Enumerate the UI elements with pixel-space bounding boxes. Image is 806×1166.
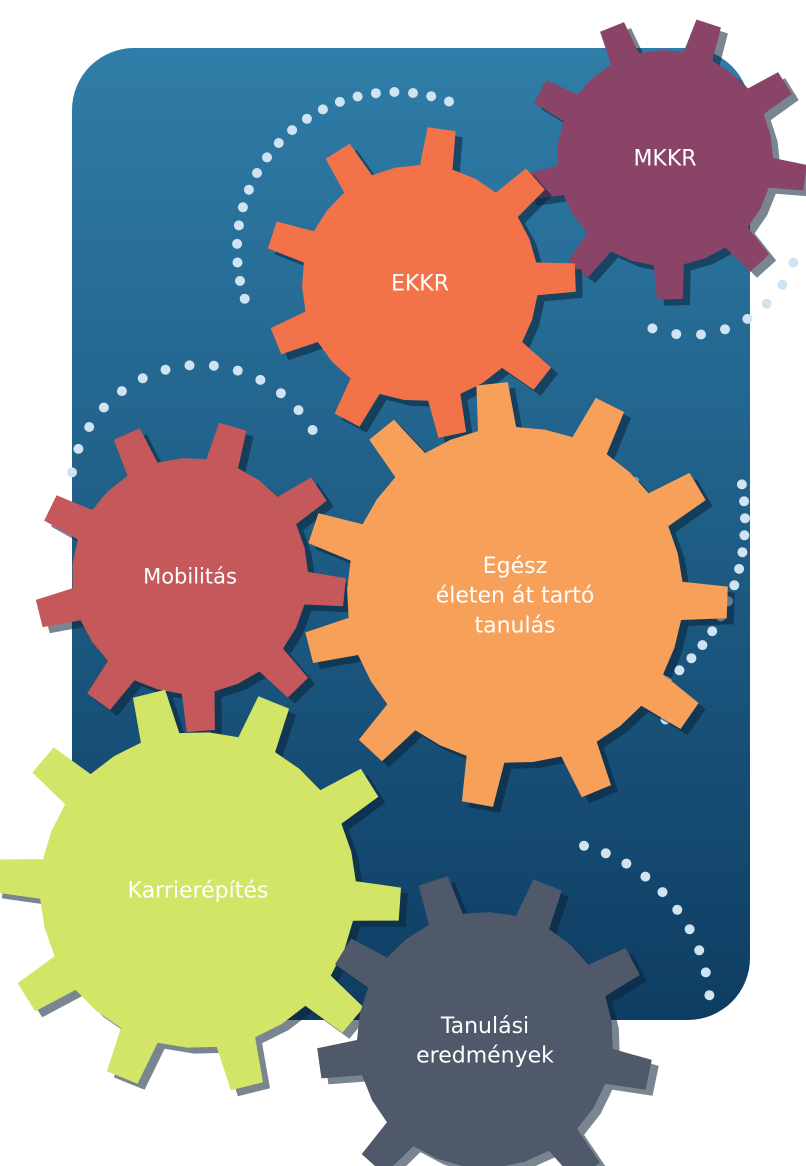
gear-body	[0, 689, 401, 1091]
gear-label: életen át tartó	[436, 584, 595, 609]
gear-label: Karrierépítés	[128, 879, 269, 904]
gear-body	[317, 876, 652, 1166]
gear-body	[524, 19, 806, 300]
gear-body	[305, 382, 728, 807]
gear-label: tanulás	[474, 613, 555, 638]
gear-mkkr: MKKR	[524, 19, 806, 306]
gear-body	[267, 127, 576, 438]
dotted-arc-top	[232, 87, 454, 304]
dotted-arc-bottom-right	[579, 840, 715, 1001]
gear-label: EKKR	[391, 272, 449, 297]
gear-egesz: Egész életen át tartó tanulás	[305, 382, 735, 813]
gears-group: MKKR EKKR Mobilitás Egész életen át tartó tan…	[0, 19, 806, 1166]
gear-label: Tanulási	[440, 1014, 529, 1039]
gear-label: eredmények	[416, 1044, 554, 1069]
gear-label: MKKR	[633, 147, 696, 172]
gear-mobilitas: Mobilitás	[35, 422, 354, 738]
dotted-arc-left	[67, 360, 318, 478]
gear-tanulasi: Tanulási eredmények	[317, 876, 659, 1166]
gear-label: Mobilitás	[143, 564, 237, 588]
gear-body	[35, 422, 347, 732]
dotted-arc-mkkr	[647, 257, 799, 340]
gear-ekkr: EKKR	[267, 127, 583, 444]
gear-karrier: Karrierépítés	[0, 689, 408, 1097]
gear-label: Egész	[483, 554, 547, 579]
